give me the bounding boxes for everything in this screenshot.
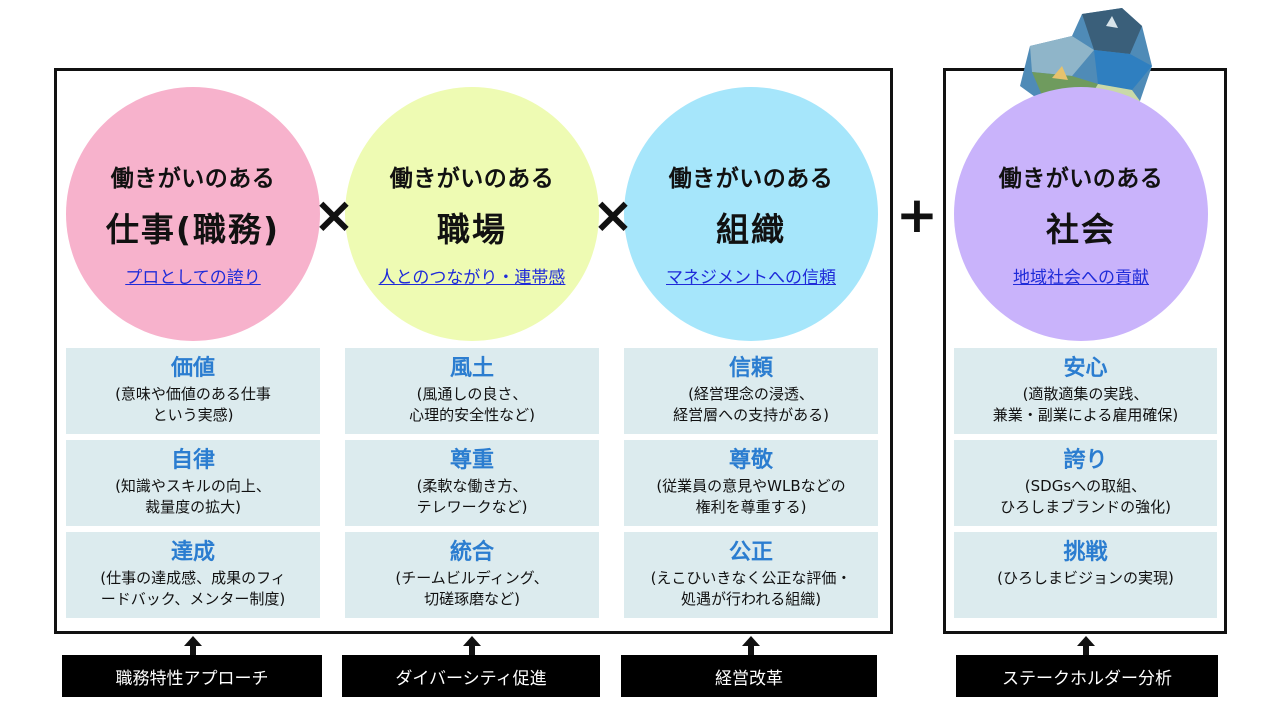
circle-organization-link[interactable]: マネジメントへの信頼 [666,268,836,288]
box-culture: 風土 (風通しの良さ、 心理的安全性など) [345,348,599,434]
circle-organization: 働きがいのある 組織 マネジメントへの信頼 [624,87,878,341]
box-desc: (柔軟な働き方、 テレワークなど) [416,477,528,516]
circle-society-line1: 働きがいのある [998,166,1164,192]
circle-workplace-link[interactable]: 人とのつながり・連帯感 [378,268,566,288]
up-arrow-icon [184,636,202,646]
box-integration: 統合 (チームビルディング、 切磋琢磨など) [345,532,599,618]
box-title: 自律 [170,448,215,473]
circle-workplace: 働きがいのある 職場 人とのつながり・連帯感 [345,87,599,341]
circle-organization-line1: 働きがいのある [668,166,834,192]
box-title: 尊敬 [728,448,773,473]
times-operator-1: × [313,186,355,244]
box-desc: (風通しの良さ、 心理的安全性など) [409,385,535,424]
box-desc: (経営理念の浸透、 経営層への支持がある) [673,385,829,424]
box-security: 安心 (適散適集の実践、 兼業・副業による雇用確保) [954,348,1217,434]
box-title: 価値 [170,356,215,381]
box-title: 達成 [170,540,215,565]
box-desc: (ひろしまビジョンの実現) [997,569,1174,587]
box-respect: 尊重 (柔軟な働き方、 テレワークなど) [345,440,599,526]
circle-job: 働きがいのある 仕事(職務) プロとしての誇り [66,87,320,341]
box-title: 安心 [1063,356,1108,381]
circle-workplace-line1: 働きがいのある [389,166,555,192]
circle-workplace-title: 職場 [437,210,507,249]
circle-organization-title: 組織 [716,210,786,249]
plus-operator: + [896,186,938,244]
arrow-stem [190,645,196,657]
box-desc: (チームビルディング、 切磋琢磨など) [395,569,549,608]
box-title: 風土 [449,356,494,381]
circle-job-line1: 働きがいのある [110,166,276,192]
box-fairness: 公正 (えこひいきなく公正な評価・ 処遇が行われる組織) [624,532,878,618]
up-arrow-icon [742,636,760,646]
box-esteem: 尊敬 (従業員の意見やWLBなどの 権利を尊重する) [624,440,878,526]
arrow-stem [469,645,475,657]
box-desc: (仕事の達成感、成果のフィ ードバック、メンター制度) [100,569,286,608]
arrow-stem [1083,645,1089,657]
box-desc: (従業員の意見やWLBなどの 権利を尊重する) [656,477,846,516]
times-operator-2: × [592,186,634,244]
footer-job-characteristics: 職務特性アプローチ [62,655,322,697]
box-title: 統合 [449,540,494,565]
box-title: 尊重 [449,448,494,473]
circle-society: 働きがいのある 社会 地域社会への貢献 [954,87,1208,341]
box-trust: 信頼 (経営理念の浸透、 経営層への支持がある) [624,348,878,434]
up-arrow-icon [1077,636,1095,646]
box-pride: 誇り (SDGsへの取組、 ひろしまブランドの強化) [954,440,1217,526]
box-autonomy: 自律 (知識やスキルの向上、 裁量度の拡大) [66,440,320,526]
box-desc: (知識やスキルの向上、 裁量度の拡大) [115,477,271,516]
footer-stakeholder-analysis: ステークホルダー分析 [956,655,1218,697]
box-challenge: 挑戦 (ひろしまビジョンの実現) [954,532,1217,618]
box-value: 価値 (意味や価値のある仕事 という実感) [66,348,320,434]
box-title: 誇り [1063,448,1108,473]
up-arrow-icon [463,636,481,646]
box-desc: (えこひいきなく公正な評価・ 処遇が行われる組織) [650,569,852,608]
box-desc: (SDGsへの取組、 ひろしまブランドの強化) [1000,477,1171,516]
box-desc: (適散適集の実践、 兼業・副業による雇用確保) [992,385,1179,424]
circle-job-link[interactable]: プロとしての誇り [125,268,261,288]
circle-job-title: 仕事(職務) [105,210,281,249]
box-title: 信頼 [728,356,773,381]
box-achievement: 達成 (仕事の達成感、成果のフィ ードバック、メンター制度) [66,532,320,618]
box-desc: (意味や価値のある仕事 という実感) [115,385,271,424]
footer-management-reform: 経営改革 [621,655,877,697]
box-title: 公正 [728,540,773,565]
footer-diversity: ダイバーシティ促進 [342,655,600,697]
box-title: 挑戦 [1063,540,1108,565]
circle-society-link[interactable]: 地域社会への貢献 [1013,268,1149,288]
circle-society-title: 社会 [1046,210,1116,249]
arrow-stem [748,645,754,657]
